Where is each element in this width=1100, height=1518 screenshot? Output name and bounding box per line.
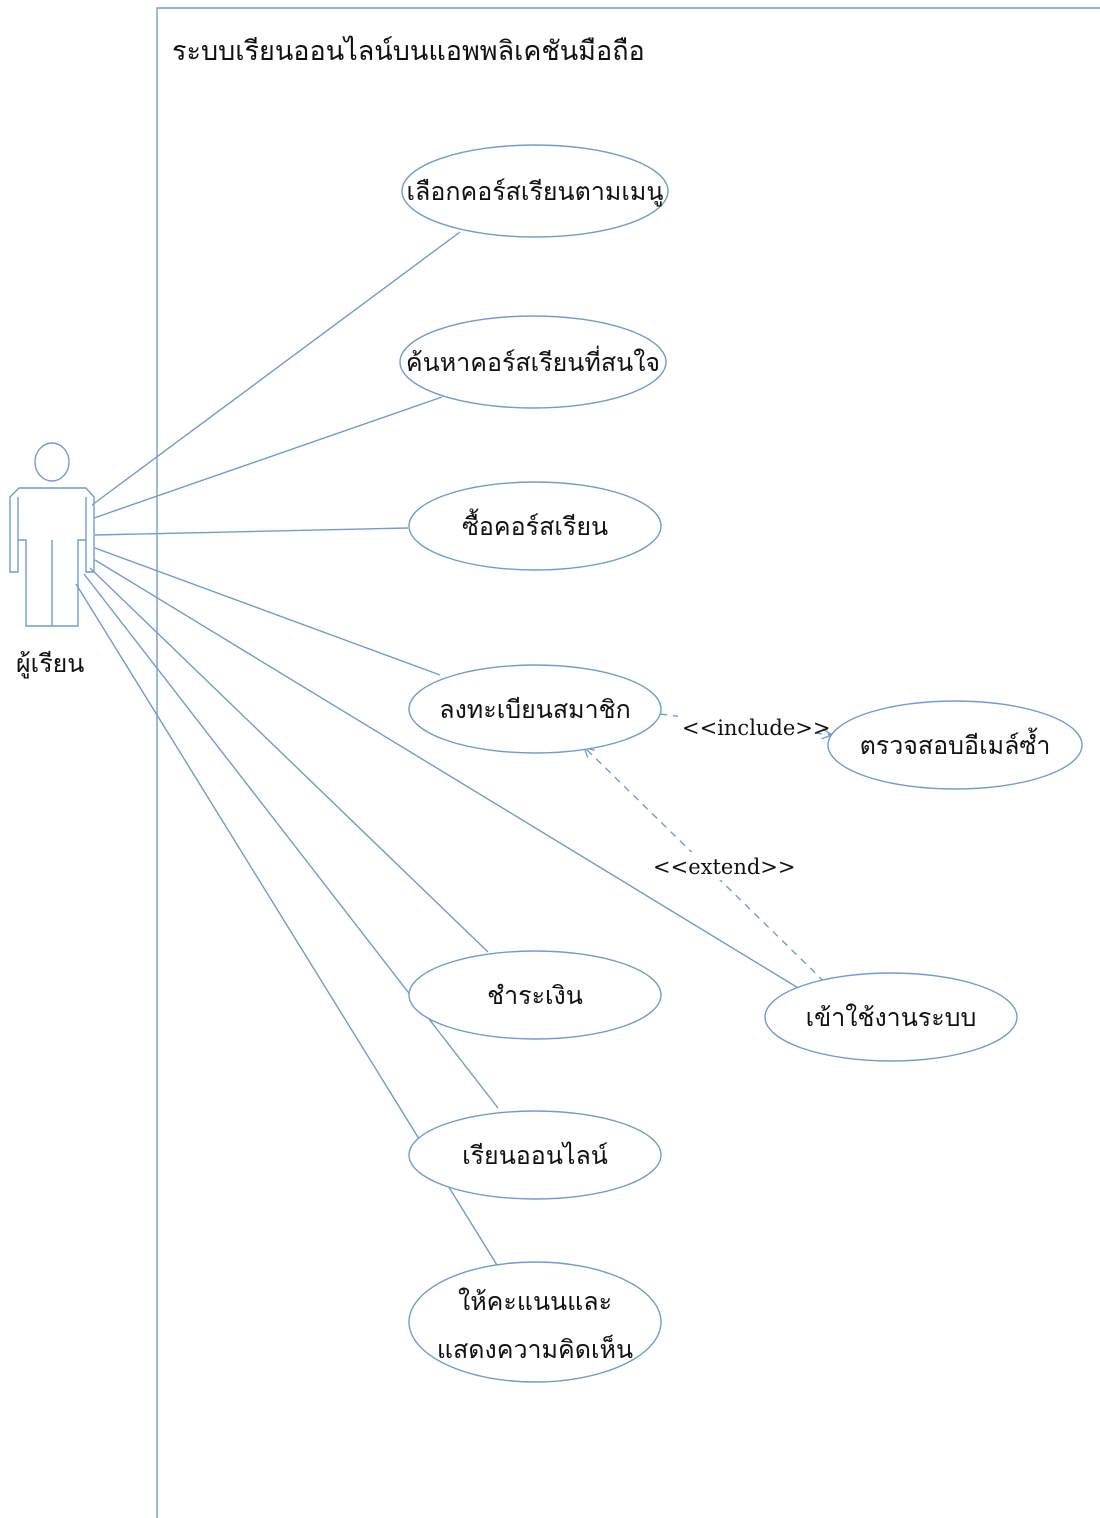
usecase-study-online[interactable]: เรียนออนไลน์: [408, 1110, 662, 1200]
usecase-pay[interactable]: ชำระเงิน: [408, 950, 662, 1040]
usecase-login[interactable]: เข้าใช้งานระบบ: [764, 972, 1018, 1062]
usecase-choose-course-label: เลือกคอร์สเรียนตามเมนู: [406, 177, 663, 207]
usecase-check-email[interactable]: ตรวจสอบอีเมล์ซ้ำ: [827, 700, 1083, 790]
system-title: ระบบเรียนออนไลน์บนแอพพลิเคชันมือถือ: [172, 35, 645, 67]
usecase-rate[interactable]: ให้คะแนนและ แสดงความคิดเห็น: [408, 1261, 662, 1383]
usecase-rate-label-line1: ให้คะแนนและ: [458, 1287, 612, 1316]
extend-label: <<extend>>: [653, 855, 796, 879]
usecase-register-label: ลงทะเบียนสมาชิก: [439, 695, 630, 724]
actor-learner[interactable]: ผู้เรียน: [9, 442, 95, 679]
extend-arrow: [584, 747, 844, 1001]
include-label-bg: [678, 712, 812, 742]
usecase-choose-course[interactable]: เลือกคอร์สเรียนตามเมนู: [401, 144, 669, 238]
assoc-search-course: [93, 396, 443, 519]
assoc-buy-course: [94, 527, 409, 536]
usecase-search-course-label: ค้นหาคอร์สเรียนที่สนใจ: [406, 345, 660, 377]
usecase-buy-course[interactable]: ซื้อคอร์สเรียน: [408, 481, 662, 571]
usecase-rate-label-line2: แสดงความคิดเห็น: [437, 1334, 633, 1364]
assoc-choose-course: [91, 231, 461, 506]
extend-label-bg: [650, 852, 778, 880]
usecase-study-online-label: เรียนออนไลน์: [462, 1141, 608, 1170]
usecase-register[interactable]: ลงทะเบียนสมาชิก: [408, 664, 662, 754]
assoc-register: [94, 547, 441, 676]
include-label: <<include>>: [682, 716, 831, 740]
assoc-login: [94, 559, 819, 1001]
system-boundary: [156, 7, 1100, 1518]
usecase-buy-course-label: ซื้อคอร์สเรียน: [462, 508, 608, 541]
assoc-study-online: [83, 573, 499, 1109]
usecase-search-course[interactable]: ค้นหาคอร์สเรียนที่สนใจ: [399, 315, 667, 409]
usecase-check-email-label: ตรวจสอบอีเมล์ซ้ำ: [860, 727, 1051, 760]
usecase-login-label: เข้าใช้งานระบบ: [806, 1003, 977, 1032]
assoc-pay: [89, 567, 489, 953]
actor-label: ผู้เรียน: [16, 649, 84, 679]
usecase-pay-label: ชำระเงิน: [487, 981, 583, 1010]
actor-head: [34, 442, 70, 482]
